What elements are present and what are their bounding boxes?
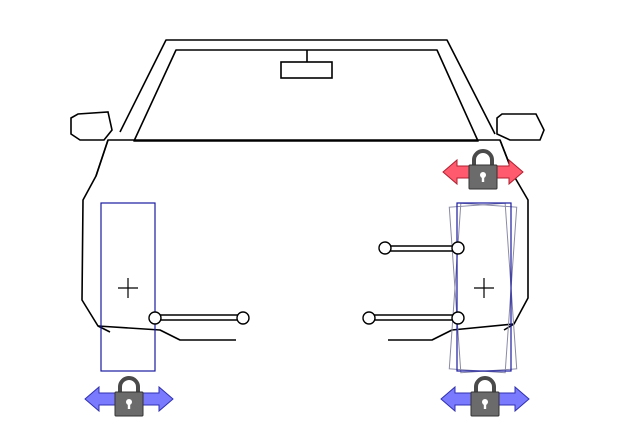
windshield <box>133 49 479 142</box>
rod-joint-outer[interactable] <box>378 241 392 255</box>
padlock-icon[interactable] <box>468 149 498 190</box>
bumper-right <box>388 323 515 341</box>
arrow-right-icon[interactable] <box>496 158 524 186</box>
right-wheel[interactable] <box>448 202 518 374</box>
mirror-left <box>70 111 113 141</box>
bumper-left <box>97 325 236 341</box>
body-left-side <box>81 139 111 333</box>
roof-outline <box>119 39 496 135</box>
left-wheel-lock-control[interactable] <box>84 376 174 417</box>
rearview-mirror <box>280 50 333 79</box>
right-lower-rod[interactable] <box>362 311 465 325</box>
arrow-left-icon[interactable] <box>84 385 116 413</box>
mirror-right <box>496 113 545 141</box>
rod-joint-outer[interactable] <box>362 311 376 325</box>
arrow-left-icon[interactable] <box>440 385 472 413</box>
arrow-right-icon[interactable] <box>498 385 530 413</box>
left-wheel[interactable] <box>100 202 156 372</box>
crosshair-icon <box>118 278 138 298</box>
rod-joint-inner[interactable] <box>148 311 162 325</box>
shoulder-line <box>95 139 515 177</box>
car-body <box>81 39 529 341</box>
padlock-icon[interactable] <box>470 376 500 417</box>
right-upper-lock-control[interactable] <box>442 149 524 190</box>
right-upper-rod[interactable] <box>378 241 465 255</box>
rod-joint-inner[interactable] <box>451 241 465 255</box>
right-wheel-lock-control[interactable] <box>440 376 530 417</box>
crosshair-icon <box>474 278 494 298</box>
left-tie-rod[interactable] <box>148 311 250 325</box>
rod-joint-inner[interactable] <box>451 311 465 325</box>
arrow-left-icon[interactable] <box>442 158 470 186</box>
arrow-right-icon[interactable] <box>142 385 174 413</box>
rod-joint-outer[interactable] <box>236 311 250 325</box>
padlock-icon[interactable] <box>114 376 144 417</box>
